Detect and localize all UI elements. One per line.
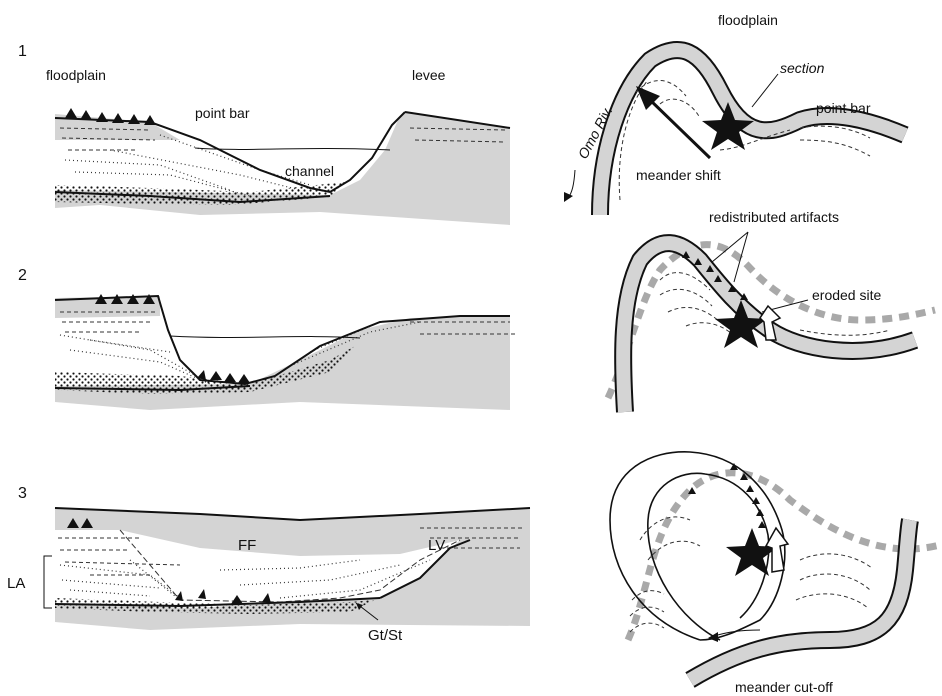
map1-shift-arrow — [648, 98, 710, 158]
cross-section-3: FF LV LA Gt/St — [7, 508, 530, 644]
section1-point-bar-label: point bar — [195, 105, 250, 121]
map2-redistributed-label: redistributed artifacts — [709, 209, 839, 225]
map1-section-label: section — [780, 60, 825, 76]
stage-number-1: 1 — [18, 43, 27, 60]
section3-lv-label: LV — [428, 537, 445, 554]
map1-point-bar-label: point bar — [816, 100, 871, 116]
section2-water-line — [170, 336, 360, 338]
map3-site-star — [726, 528, 778, 576]
map1-section-star — [702, 102, 754, 150]
stage-number-3: 3 — [18, 485, 27, 502]
map1-floodplain-label: floodplain — [718, 12, 778, 28]
map3-cutoff-label: meander cut-off — [735, 679, 833, 695]
section1-water-line — [195, 148, 390, 150]
section1-levee-label: levee — [412, 67, 446, 83]
map-view-2: redistributed artifacts eroded site — [608, 209, 935, 412]
map-view-1: floodplain section point bar meander shi… — [564, 12, 905, 215]
map1-meander-shift-label: meander shift — [636, 167, 721, 183]
section3-la-label: LA — [7, 575, 25, 592]
map2-eroded-star — [715, 300, 767, 348]
section1-floodplain-label: floodplain — [46, 67, 106, 83]
la-bracket — [44, 556, 52, 608]
map2-eroded-label: eroded site — [812, 287, 881, 303]
section2-basement — [55, 316, 510, 410]
map-view-3: meander cut-off — [610, 452, 940, 695]
cross-section-2 — [55, 294, 515, 410]
section1-channel-label: channel — [285, 163, 334, 179]
cross-section-1: floodplain point bar levee channel — [46, 67, 510, 225]
section1-levee-cap — [400, 112, 510, 144]
section3-ff-label: FF — [238, 537, 256, 554]
stage-number-2: 2 — [18, 267, 27, 284]
section3-gt-st-label: Gt/St — [368, 627, 403, 644]
